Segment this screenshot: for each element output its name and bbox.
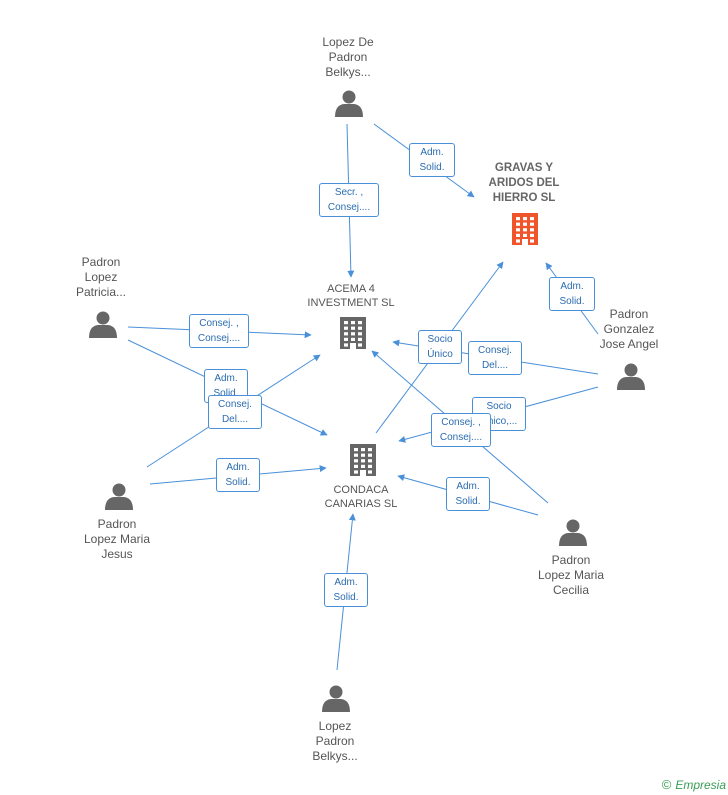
building-icon-gravas[interactable] bbox=[512, 213, 538, 245]
edge-label-jose-gravas[interactable]: Adm. Solid. bbox=[549, 277, 595, 311]
brand-name: Empresia bbox=[675, 778, 726, 792]
edge-label-patricia-acema[interactable]: Consej. , Consej.... bbox=[189, 314, 249, 348]
company-label-gravas[interactable]: GRAVAS Y ARIDOS DEL HIERRO SL bbox=[488, 162, 560, 204]
person-label-belkys-top[interactable]: Lopez De Padron Belkys... bbox=[322, 35, 374, 79]
company-label-acema[interactable]: ACEMA 4 INVESTMENT SL bbox=[307, 283, 395, 309]
edge-label-jose-acema[interactable]: Consej. Del.... bbox=[468, 341, 522, 375]
person-icon-patricia[interactable] bbox=[89, 311, 117, 339]
person-label-belkys-bottom[interactable]: Lopez Padron Belkys... bbox=[312, 719, 358, 763]
copyright-icon: © bbox=[661, 777, 672, 792]
person-label-maria-cecilia[interactable]: Padron Lopez Maria Cecilia bbox=[537, 553, 605, 597]
person-label-jose-angel[interactable]: Padron Gonzalez Jose Angel bbox=[599, 307, 659, 351]
building-icon-acema[interactable] bbox=[340, 317, 366, 349]
building-icon-condaca[interactable] bbox=[350, 444, 376, 476]
person-icon-jose-angel[interactable] bbox=[617, 363, 645, 391]
edge-label-jesus-condaca[interactable]: Adm. Solid. bbox=[216, 458, 260, 492]
person-icon-maria-cecilia[interactable] bbox=[559, 519, 587, 547]
footer-brand[interactable]: ©Empresia bbox=[662, 777, 726, 792]
person-icon-belkys-bottom[interactable] bbox=[322, 685, 350, 713]
edge-label-cecilia-acema[interactable]: Consej. , Consej.... bbox=[431, 413, 491, 447]
person-icon-maria-jesus[interactable] bbox=[105, 483, 133, 511]
company-label-condaca[interactable]: CONDACA CANARIAS SL bbox=[324, 484, 398, 510]
person-label-patricia[interactable]: Padron Lopez Patricia... bbox=[75, 255, 126, 299]
person-icon-belkys-top[interactable] bbox=[335, 90, 363, 118]
nodes bbox=[89, 90, 645, 713]
edge-label-belkys-top-acema[interactable]: Secr. , Consej.... bbox=[319, 183, 379, 217]
person-label-maria-jesus[interactable]: Padron Lopez Maria Jesus bbox=[83, 517, 151, 561]
edge-label-condaca-gravas[interactable]: Socio Único bbox=[418, 330, 462, 364]
edge-label-belkys-bottom-condaca[interactable]: Adm. Solid. bbox=[324, 573, 368, 607]
edge-label-belkys-top-gravas[interactable]: Adm. Solid. bbox=[409, 143, 455, 177]
edge-label-jesus-acema[interactable]: Consej. Del.... bbox=[208, 395, 262, 429]
edge-label-cecilia-condaca[interactable]: Adm. Solid. bbox=[446, 477, 490, 511]
